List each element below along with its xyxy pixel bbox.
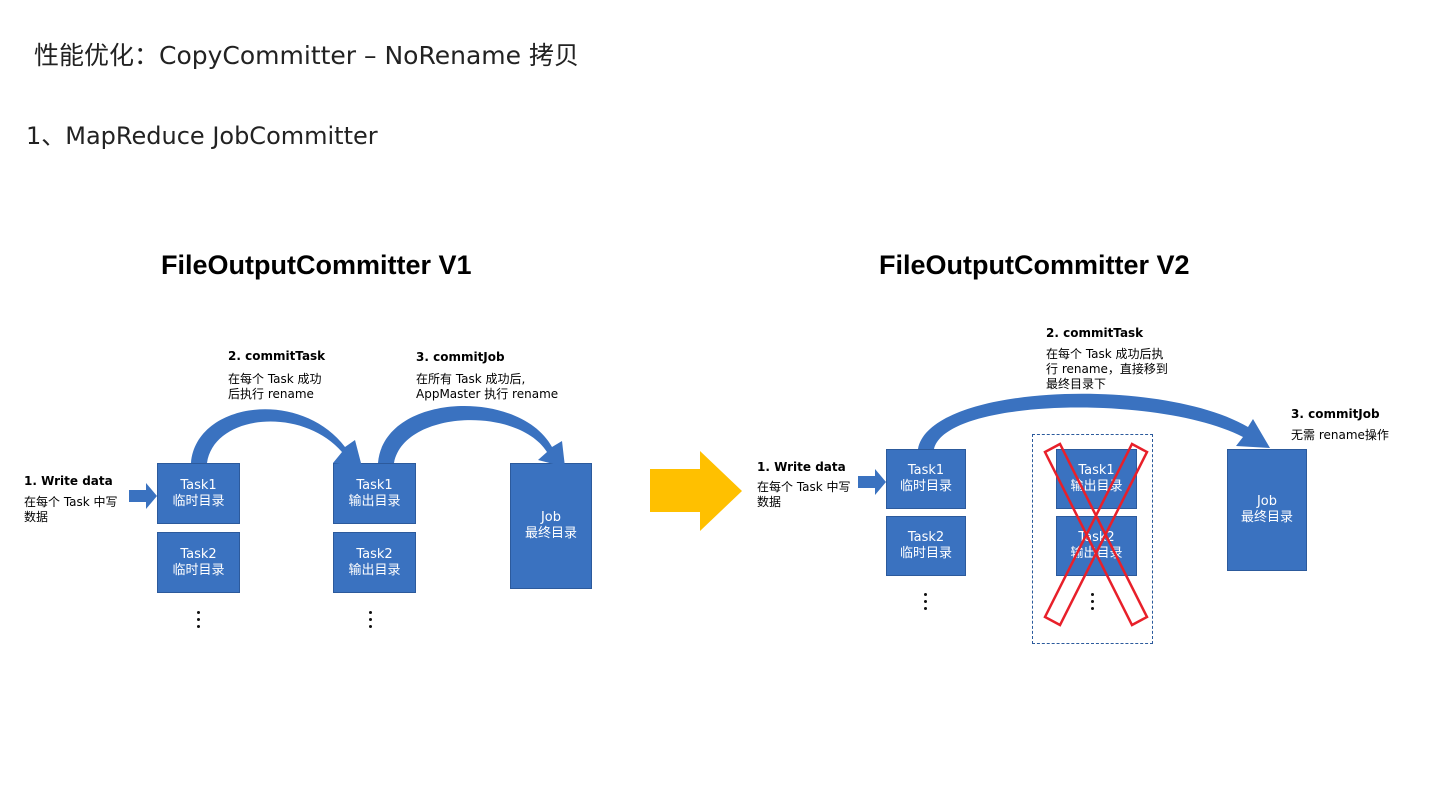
v2-step3-body: 无需 rename操作 <box>1291 428 1389 443</box>
v1-step1-line2: 数据 <box>24 510 49 524</box>
v2-step3-line1: 无需 rename操作 <box>1291 428 1389 442</box>
v1-step3-body: 在所有 Task 成功后, AppMaster 执行 rename <box>416 372 558 402</box>
v2-step1-line1: 在每个 Task 中写 <box>757 480 851 494</box>
v1-step2-title: 2. commitTask <box>228 349 326 363</box>
v1-task2-temp-dir: Task2 临时目录 <box>157 532 240 593</box>
v2-step1-line2: 数据 <box>757 495 782 509</box>
section-subtitle: 1、MapReduce JobCommitter <box>26 122 378 150</box>
v2-step1-body: 在每个 Task 中写 数据 <box>757 480 851 510</box>
v1-write-arrow-icon <box>129 483 157 509</box>
v1-task1-output-sublabel: 输出目录 <box>348 493 401 509</box>
v2-step2-line2: 行 rename，直接移到 <box>1046 362 1168 376</box>
v1-task2-temp-sublabel: 临时目录 <box>172 562 225 578</box>
v1-task1-temp-dir: Task1 临时目录 <box>157 463 240 524</box>
v1-step2-line2: 后执行 rename <box>228 387 314 401</box>
v2-title: FileOutputCommitter V2 <box>879 250 1190 280</box>
v1-task1-output-label: Task1 <box>356 477 393 493</box>
v2-task2-temp-label: Task2 <box>907 530 945 545</box>
v2-task2-output-dir: Task2 输出目录 <box>1056 516 1137 576</box>
transition-arrow-icon <box>650 451 742 531</box>
v1-step3-line2: AppMaster 执行 rename <box>416 387 559 401</box>
v1-job-label: Job <box>540 510 562 525</box>
v2-write-arrow-icon <box>858 469 886 495</box>
v1-title: FileOutputCommitter V1 <box>161 250 472 280</box>
v1-committask-arrow-icon <box>191 409 362 467</box>
v1-step3-title: 3. commitJob <box>416 350 505 364</box>
page-title: 性能优化：CopyCommitter – NoRename 拷贝 <box>34 41 579 70</box>
v1-task2-output-label: Task2 <box>356 546 393 562</box>
v2-task1-output-label: Task1 <box>1078 463 1115 478</box>
v2-job-final-dir: Job 最终目录 <box>1227 449 1307 571</box>
v2-task2-output-label: Task2 <box>1078 530 1115 545</box>
v2-output-ellipsis <box>1091 593 1094 610</box>
v1-step1-title: 1. Write data <box>24 474 113 488</box>
v2-step2-title: 2. commitTask <box>1046 326 1144 340</box>
v1-temp-ellipsis <box>197 611 200 628</box>
v1-job-final-dir: Job 最终目录 <box>510 463 592 589</box>
v2-task1-output-sublabel: 输出目录 <box>1070 479 1123 494</box>
v2-temp-ellipsis <box>924 593 927 610</box>
v1-commitjob-arrow-icon <box>378 405 565 467</box>
v1-step2-body: 在每个 Task 成功 后执行 rename <box>228 372 322 402</box>
v1-task1-temp-sublabel: 临时目录 <box>172 493 225 509</box>
v1-task2-temp-label: Task2 <box>180 546 217 562</box>
v2-task1-temp-sublabel: 临时目录 <box>899 479 952 494</box>
v2-task2-temp-sublabel: 临时目录 <box>899 546 952 561</box>
v1-task2-output-sublabel: 输出目录 <box>348 562 401 578</box>
v1-task2-output-dir: Task2 输出目录 <box>333 532 416 593</box>
v2-job-label: Job <box>1256 494 1278 509</box>
v1-output-ellipsis <box>369 611 372 628</box>
v1-step2-line1: 在每个 Task 成功 <box>228 372 322 386</box>
v2-task2-output-sublabel: 输出目录 <box>1070 546 1123 561</box>
v2-step2-body: 在每个 Task 成功后执 行 rename，直接移到 最终目录下 <box>1046 347 1168 392</box>
v2-job-sublabel: 最终目录 <box>1240 510 1293 525</box>
v1-task1-output-dir: Task1 输出目录 <box>333 463 416 524</box>
v2-task1-temp-dir: Task1 临时目录 <box>886 449 966 509</box>
v2-step2-line3: 最终目录下 <box>1046 377 1107 391</box>
v2-task2-temp-dir: Task2 临时目录 <box>886 516 966 576</box>
v2-step1-title: 1. Write data <box>757 460 846 474</box>
v1-step1-line1: 在每个 Task 中写 <box>24 495 118 509</box>
v2-step2-line1: 在每个 Task 成功后执 <box>1046 347 1164 361</box>
v1-step3-line1: 在所有 Task 成功后, <box>416 372 526 386</box>
v1-task1-temp-label: Task1 <box>180 477 217 493</box>
v1-job-sublabel: 最终目录 <box>524 526 577 541</box>
v1-step1-body: 在每个 Task 中写 数据 <box>24 495 118 525</box>
v2-task1-temp-label: Task1 <box>907 463 945 478</box>
v2-step3-title: 3. commitJob <box>1291 407 1380 421</box>
v2-task1-output-dir: Task1 输出目录 <box>1056 449 1137 509</box>
